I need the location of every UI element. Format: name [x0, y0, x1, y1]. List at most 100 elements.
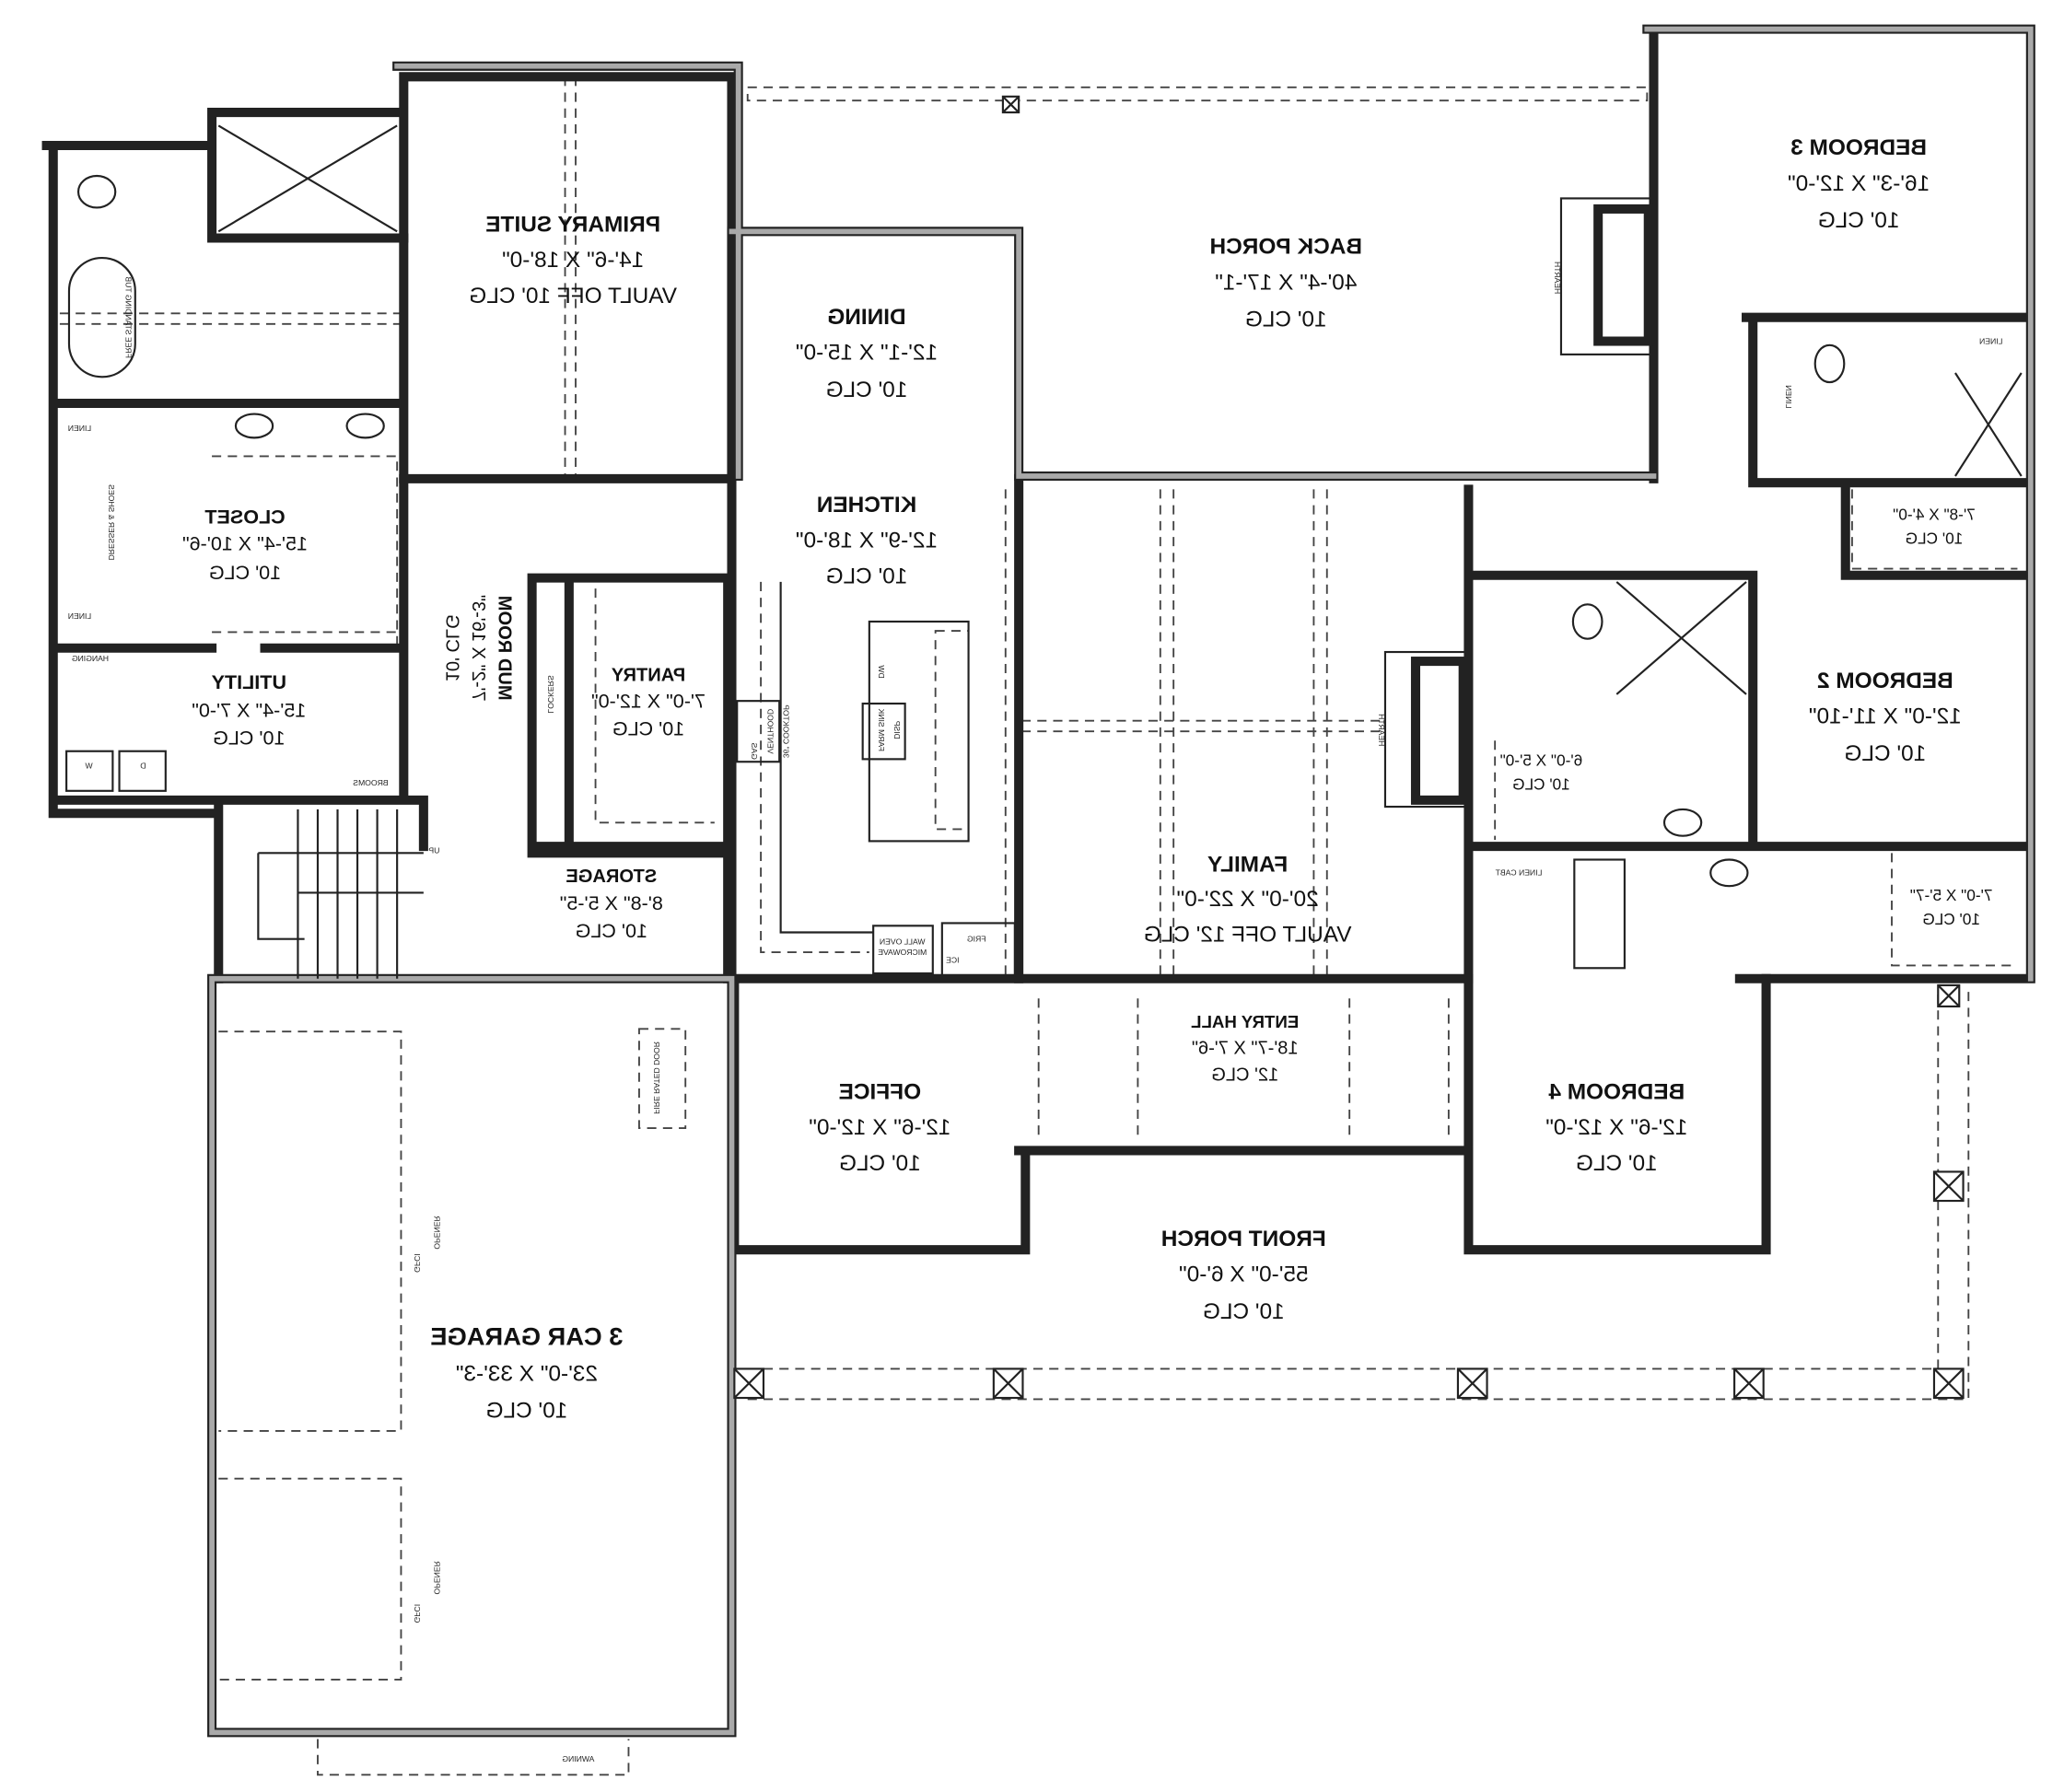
gas-label: GAS	[750, 742, 759, 759]
closet-size: 7'-8" X 4'-0"	[1893, 505, 1976, 523]
room-size: 12'-6" X 12'-0"	[809, 1115, 950, 1140]
room-name: BEDROOM 4	[1548, 1079, 1685, 1104]
opener-label: OPENER	[432, 1216, 441, 1249]
room-size: 15'-4" X 10'-6"	[182, 532, 308, 554]
room-ceiling: 10' CLG	[209, 562, 281, 584]
fire-door-label: FIRE RATED DOOR	[652, 1041, 661, 1114]
room-size: 12'-0" X 11'-10"	[1809, 704, 1962, 729]
microwave-label: MICROWAVE	[878, 948, 927, 957]
room-name: OFFICE	[839, 1079, 922, 1104]
room-size: 20'-0" X 22'-0"	[1177, 887, 1319, 912]
stairs-up-label: UP	[428, 845, 439, 855]
linen-label: LINEN	[1979, 336, 2002, 345]
dishwasher-label: DW	[877, 665, 886, 679]
room-name: CLOSET	[204, 506, 285, 529]
linen-label: LINEN	[1784, 385, 1793, 408]
dryer-label: D	[140, 761, 146, 770]
venthood-label: VENTHOOD	[765, 709, 775, 754]
room-size: 15'-4" X 7'-0"	[192, 699, 306, 721]
room-dining: DINING 12'-1" X 15'-0" 10' CLG	[796, 305, 938, 402]
disposal-label: DISP	[892, 720, 902, 739]
porch-columns	[733, 95, 1965, 1400]
room-name: STORAGE	[566, 867, 657, 887]
room-back-porch: BACK PORCH 40'-4" X 17'-1" 10' CLG	[1210, 235, 1362, 332]
hearth-label: HEARTH	[1377, 714, 1386, 746]
closet-ceiling: 10' CLG	[1906, 529, 1964, 547]
room-name: PANTRY	[611, 666, 685, 686]
room-ceiling: 10' CLG	[839, 1151, 921, 1176]
hanging-label: HANGING	[72, 654, 109, 663]
room-name: BACK PORCH	[1210, 235, 1362, 260]
room-name: PRIMARY SUITE	[485, 212, 660, 237]
fireplaces	[1383, 197, 1655, 809]
room-name: DINING	[827, 305, 905, 330]
room-ceiling: 10' CLG	[441, 614, 461, 681]
room-ceiling: 10' CLG	[1245, 308, 1327, 332]
linen-label: LINEN	[68, 424, 91, 433]
room-pantry: PANTRY 7'-0" X 12'-0" 10' CLG	[591, 666, 705, 740]
closet-label-3: 7'-0" X 5'-7" 10' CLG	[1910, 886, 1993, 928]
room-name: FAMILY	[1207, 852, 1288, 877]
room-size: 12'-6" X 12'-0"	[1545, 1115, 1687, 1140]
closet-ceiling: 10' CLG	[1922, 910, 1980, 928]
room-ceiling: VAULT OFF 10' CLG	[469, 284, 677, 308]
room-storage: STORAGE 8'-8" X 5'-5" 10' CLG	[560, 867, 663, 942]
linen-cabinet-label: LINEN CABT	[1495, 868, 1542, 878]
dashed-outlines	[59, 76, 2018, 1776]
closet-label-1: 7'-8" X 4'-0" 10' CLG	[1893, 505, 1976, 547]
room-garage: 3 CAR GARAGE 23'-0" X 33'-3" 10' CLG	[430, 1322, 623, 1424]
room-name: 3 CAR GARAGE	[430, 1322, 623, 1351]
room-name: UTILITY	[211, 671, 286, 693]
room-size: 55'-0" X 6'-0"	[1179, 1263, 1309, 1287]
room-size: 12'-1" X 15'-0"	[796, 341, 938, 366]
fridge-label: FRIG	[967, 935, 986, 944]
hearth-label: HEARTH	[1553, 262, 1562, 294]
room-size: 7'-0" X 12'-0"	[591, 690, 705, 712]
room-mud-room: MUD ROOM 7'-2" X 16'-3" 10' CLG	[441, 595, 514, 702]
room-ceiling: 10' CLG	[485, 1399, 567, 1424]
room-size: 12'-9" X 18'-0"	[796, 529, 938, 553]
room-ceiling: 10' CLG	[1844, 741, 1926, 766]
gfci-label: GFCI	[413, 1604, 422, 1623]
bath-fixtures	[65, 124, 2023, 970]
closet-label-2: 6'-0" X 5'-0" 10' CLG	[1500, 751, 1583, 794]
room-ceiling: 10' CLG	[1818, 208, 1900, 233]
closet-size: 6'-0" X 5'-0"	[1500, 751, 1583, 770]
room-size: 18'-7" X 7'-6"	[1192, 1039, 1299, 1059]
linen-label: LINEN	[68, 611, 91, 621]
room-name: BEDROOM 2	[1817, 669, 1953, 693]
brooms-label: BROOMS	[353, 778, 389, 787]
opener-label: OPENER	[432, 1561, 441, 1594]
tub-label: FREE STANDING TUB	[124, 276, 134, 358]
stairs	[257, 809, 424, 979]
walls	[41, 24, 2035, 1738]
lockers-label: LOCKERS	[546, 675, 555, 713]
fixture-labels: LINEN LINEN DRESSER & SHOES FREE STANDIN…	[68, 262, 2003, 1763]
room-utility: UTILITY 15'-4" X 7'-0" 10' CLG	[192, 671, 306, 749]
room-name: KITCHEN	[817, 493, 916, 518]
room-front-porch: FRONT PORCH 55'-0" X 6'-0" 10' CLG	[1161, 1227, 1326, 1324]
room-size: 8'-8" X 5'-5"	[560, 892, 663, 914]
oven-label: WALL OVEN	[880, 937, 926, 946]
room-size: 16'-3" X 12'-0"	[1788, 171, 1930, 196]
room-bedroom-3: BEDROOM 3 16'-3" X 12'-0" 10' CLG	[1788, 135, 1930, 233]
kitchen-fixtures	[736, 581, 1016, 977]
closet-size: 7'-0" X 5'-7"	[1910, 886, 1993, 904]
dresser-label: DRESSER & SHOES	[107, 484, 116, 561]
room-size: 23'-0" X 33'-3"	[456, 1361, 598, 1386]
room-labels: PRIMARY SUITE 14'-6" X 18'-0" VAULT OFF …	[182, 135, 1992, 1424]
ice-label: ICE	[946, 956, 960, 965]
cooktop-label: 36" COOKTOP	[782, 704, 791, 758]
room-family: FAMILY 20'-0" X 22'-0" VAULT OFF 12' CLG	[1144, 852, 1352, 947]
room-name: FRONT PORCH	[1161, 1227, 1326, 1251]
room-kitchen: KITCHEN 12'-9" X 18'-0" 10' CLG	[796, 493, 938, 589]
sink-label: FARM SINK	[877, 708, 886, 751]
awning-label: AWNING	[562, 1754, 594, 1763]
room-bedroom-4: BEDROOM 4 12'-6" X 12'-0" 10' CLG	[1545, 1079, 1687, 1176]
room-ceiling: 10' CLG	[612, 718, 684, 740]
room-name: BEDROOM 3	[1790, 135, 1927, 160]
room-ceiling: 10' CLG	[826, 378, 908, 402]
room-ceiling: 10' CLG	[1203, 1299, 1285, 1324]
closet-ceiling: 10' CLG	[1512, 774, 1570, 793]
